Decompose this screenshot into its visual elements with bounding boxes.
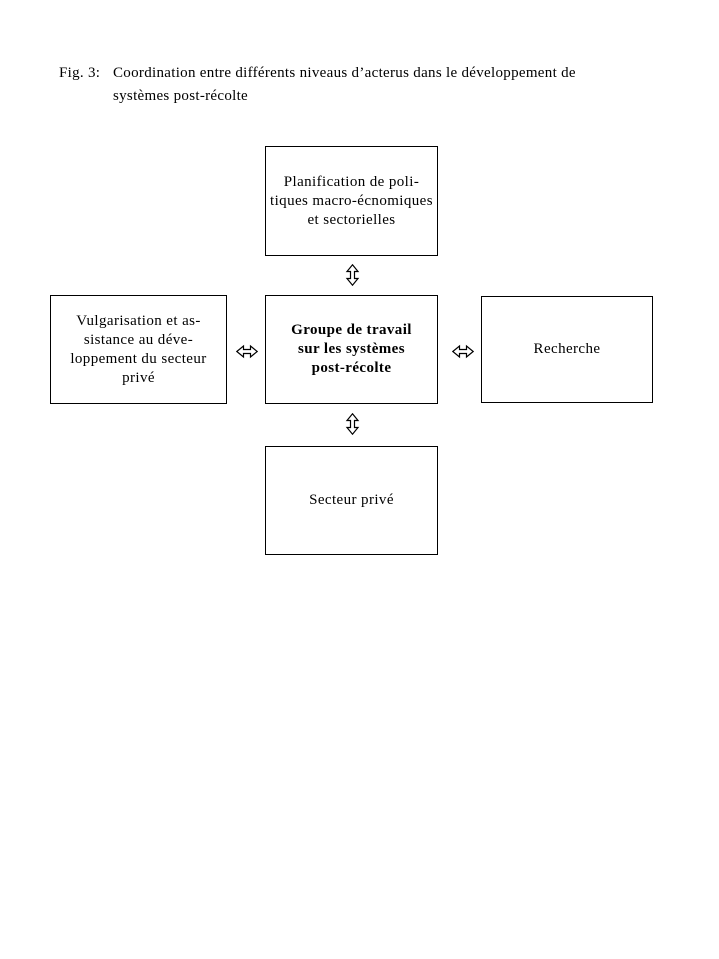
box-groupe-text: Groupe de travail sur les systèmes post-… <box>291 321 412 378</box>
text-line: et sectorielles <box>307 211 396 228</box>
figure-caption-text: Coordination entre différents niveaus d’… <box>113 65 576 81</box>
figure-number-label: Fig. 3: <box>59 65 101 81</box>
text-line: sistance au déve- <box>83 331 194 348</box>
box-secteur-prive: Secteur privé <box>265 446 438 555</box>
text-line: Recherche <box>533 341 601 357</box>
text-line: post-récolte <box>311 360 392 376</box>
text-line: loppement du secteur <box>70 350 207 367</box>
figure-caption-line2: systèmes post-récolte <box>113 88 249 104</box>
text-line: Vulgarisation et as- <box>76 312 201 329</box>
text-line: sur les systèmes <box>298 341 405 357</box>
box-groupe-de-travail: Groupe de travail sur les systèmes post-… <box>265 295 438 404</box>
box-vulgarisation-assistance: Vulgarisation et as- sistance au déve- l… <box>50 295 227 404</box>
text-line: Groupe de travail <box>291 322 412 338</box>
figure-caption: Fig. 3: Coordination entre différents niv… <box>59 62 576 108</box>
box-vulgarisation-text: Vulgarisation et as- sistance au déve- l… <box>70 312 206 388</box>
text-line: Secteur privé <box>309 492 394 508</box>
left-right-white-arrow-icon <box>451 344 475 364</box>
box-secteur-text: Secteur privé <box>309 491 394 510</box>
figure-caption-line1: Fig. 3: Coordination entre différents niv… <box>59 62 576 85</box>
up-down-white-arrow-icon <box>345 412 360 440</box>
up-down-white-arrow-icon <box>345 263 360 291</box>
box-recherche-text: Recherche <box>534 340 601 359</box>
text-line: privé <box>122 369 155 386</box>
box-recherche: Recherche <box>481 296 653 403</box>
left-right-white-arrow-icon <box>235 344 259 364</box>
text-line: Planification de poli- <box>283 173 420 190</box>
text-line: tiques macro-écnomiques <box>270 192 433 209</box>
box-planification-text: Planification de poli- tiques macro-écno… <box>270 173 433 230</box>
box-planification-politiques: Planification de poli- tiques macro-écno… <box>265 146 438 256</box>
